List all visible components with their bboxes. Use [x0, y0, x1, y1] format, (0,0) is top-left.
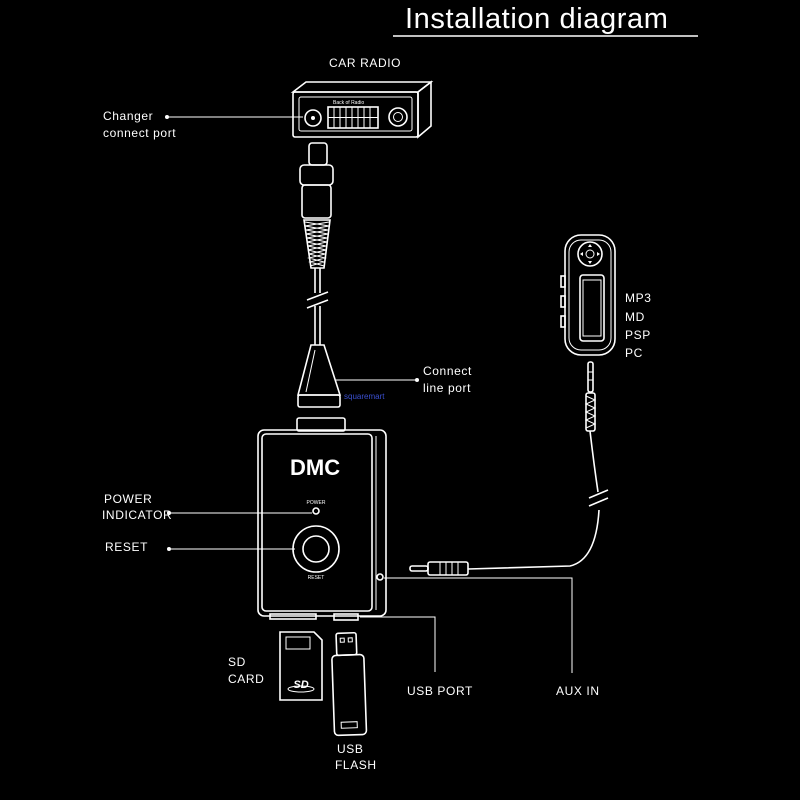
aux-in-callout: AUX IN: [384, 577, 600, 698]
power-indicator-callout: POWER INDICATOR: [102, 492, 312, 522]
line-port-plug: [297, 394, 341, 408]
device-button-label: RESET: [308, 575, 325, 581]
sd-card-body: [279, 631, 323, 701]
usb-port-label: USB PORT: [407, 684, 473, 698]
mp3-player: [560, 234, 616, 356]
radio-panel-text: Back of Radio: [333, 100, 364, 106]
usb-port-callout: USB PORT: [360, 616, 473, 698]
device-name: DMC: [290, 455, 340, 480]
dmc-device: DMC POWER RESET: [257, 417, 387, 621]
cable-break-mark: [588, 489, 609, 499]
device-body: [257, 429, 387, 617]
radio-back-panel: [298, 96, 413, 132]
callout-dot: [415, 378, 419, 382]
antenna-socket: [388, 107, 408, 127]
radio-strain-relief: [303, 219, 331, 269]
aux-cable: [409, 361, 609, 576]
aux-plug-tip-left: [409, 565, 429, 572]
usb-plug-hole: [347, 637, 353, 643]
watermark-text: squaremart: [344, 392, 385, 401]
sd-card-slot: [269, 613, 317, 620]
player-screen-inner: [582, 279, 602, 337]
radio-front-face: [292, 91, 419, 138]
line-port-callout: Connect line port: [336, 364, 472, 395]
radio-cable: [296, 142, 342, 408]
power-led: [312, 507, 320, 515]
reset-label: RESET: [105, 540, 148, 554]
usb-flash-drive: [331, 631, 368, 737]
sd-card: SD: [279, 631, 323, 701]
radio-connector-block: [327, 106, 379, 129]
line-port-label-line2: line port: [423, 381, 471, 395]
player-side-button: [560, 295, 566, 308]
dpad-right-icon: [597, 252, 600, 256]
dpad-left-icon: [580, 252, 583, 256]
usb-flash-label-line2: FLASH: [335, 758, 377, 772]
strain-relief-braid: [304, 221, 330, 267]
dpad-down-icon: [588, 261, 592, 264]
aux-cable-upper: [589, 430, 599, 493]
antenna-socket-inner: [393, 112, 403, 122]
changer-port-socket: [304, 109, 322, 127]
device-led-label: POWER: [307, 500, 326, 506]
car-radio-label: CAR RADIO: [329, 56, 401, 70]
sd-card-contacts: [285, 636, 311, 650]
aux-in-label: AUX IN: [556, 684, 600, 698]
player-inner-outline: [568, 239, 612, 351]
dpad-up-icon: [588, 244, 592, 247]
player-side-button: [560, 315, 566, 328]
player-label: PSP: [625, 328, 651, 342]
sd-card-label-line2: CARD: [228, 672, 264, 686]
line-port-label-line1: Connect: [423, 364, 472, 378]
diagram-title: Installation diagram: [405, 3, 668, 35]
usb-flash-label-line1: USB: [337, 742, 363, 756]
sd-card-label-line1: SD: [228, 655, 246, 669]
usb-flash-body: [331, 653, 368, 737]
sd-logo-swoosh: [287, 685, 315, 693]
changer-port-label-line2: connect port: [103, 126, 176, 140]
cable-break-mark: [306, 291, 329, 301]
cone-highlight: [305, 349, 316, 393]
aux-cable-lower: [467, 509, 600, 570]
reset-button-inner: [302, 535, 330, 563]
device-front-face: [261, 433, 373, 612]
reset-callout: RESET: [105, 540, 295, 554]
car-radio: CAR RADIO Back of Radio: [290, 56, 434, 139]
player-label: MD: [625, 310, 645, 324]
changer-port-pin: [311, 116, 315, 120]
aux-in-leader: [384, 577, 573, 673]
player-device-list: MP3 MD PSP PC: [625, 291, 651, 360]
player-label: PC: [625, 346, 643, 360]
title-group: Installation diagram: [393, 3, 698, 37]
radio-plug-housing: [301, 184, 332, 219]
power-indicator-label-line1: POWER: [104, 492, 152, 506]
player-dpad: [577, 241, 603, 267]
device-top-connector: [296, 417, 346, 432]
usb-plug-hole: [339, 637, 345, 643]
changer-port-callout: Changer connect port: [103, 109, 303, 140]
strain-relief-braid: [584, 395, 597, 429]
sd-card-logo: SD: [293, 679, 308, 691]
changer-port-label-line1: Changer: [103, 109, 153, 123]
usb-port-slot: [333, 613, 359, 621]
power-indicator-label-line2: INDICATOR: [102, 508, 172, 522]
usb-port-leader: [360, 616, 436, 672]
aux-in-jack: [376, 573, 384, 581]
cable-break-mark: [306, 299, 329, 309]
cable-break-mark: [588, 497, 609, 507]
player-body: [564, 234, 616, 356]
player-screen: [579, 274, 605, 342]
player-label: MP3: [625, 291, 651, 305]
usb-flash-cap-line: [340, 721, 358, 729]
aux-plug-tip-top: [587, 361, 594, 393]
player-side-button: [560, 275, 566, 288]
player-dpad-center: [585, 249, 595, 259]
